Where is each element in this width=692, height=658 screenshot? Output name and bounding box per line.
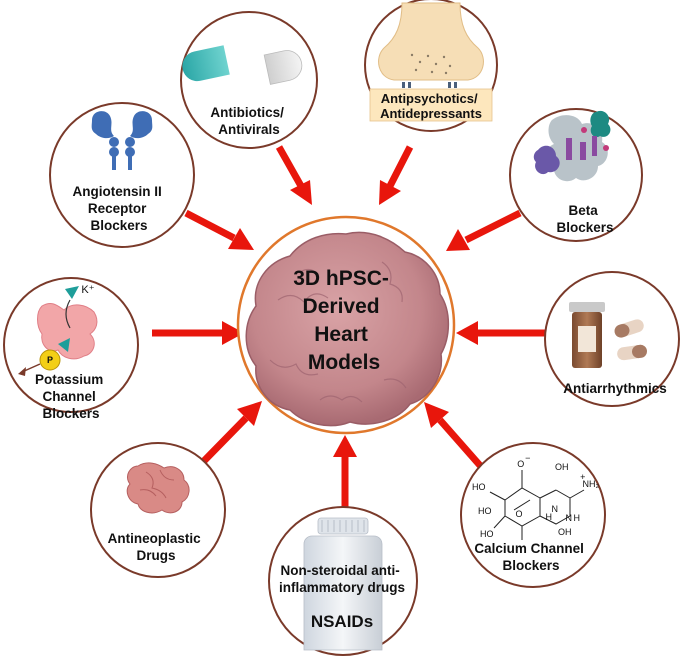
node-label-line: Antineoplastic <box>108 531 202 546</box>
node-label-line: Blockers <box>502 558 559 573</box>
node-label-line: Antiarrhythmics <box>563 381 667 396</box>
arrow-antineoplastic <box>197 401 262 468</box>
molecule-structure-icon <box>489 470 585 540</box>
node-label-line: Antivirals <box>218 122 280 137</box>
node-label: Antibiotics/ Antivirals <box>210 105 287 137</box>
atom-label: NH₂ <box>582 479 599 489</box>
phosphate-label: P <box>47 355 53 365</box>
node-label-line: Channel <box>42 389 95 404</box>
organoid-texture <box>269 261 407 403</box>
node-label-line: Antipsychotics/ <box>381 91 478 106</box>
medicine-bottle-icon <box>303 517 383 651</box>
ion-channel-icon <box>18 286 98 376</box>
atom-label: + <box>580 472 585 482</box>
capsule-icon <box>182 45 303 85</box>
node-label-line: Blockers <box>42 406 99 421</box>
atom-label: N <box>551 504 558 514</box>
protein-structure-icon <box>533 110 611 182</box>
atom-label: OH <box>555 462 569 472</box>
atom-label: HO <box>478 506 492 516</box>
node-label: Antineoplastic Drugs <box>108 531 205 563</box>
node-label-line: Beta <box>568 203 598 218</box>
node-calcium: O − OH HO HO OH N H N H NH₂ + HO O Calci… <box>460 442 606 588</box>
center-title-line: 3D hPSC- <box>293 267 389 290</box>
center-node: 3D hPSC- Derived Heart Models <box>236 215 456 435</box>
arrow-calcium <box>424 402 487 473</box>
arrow-beta <box>446 209 522 251</box>
atom-label: O <box>515 509 522 519</box>
arrow-potassium <box>152 321 244 345</box>
atom-label: HO <box>472 482 486 492</box>
tumor-icon <box>126 462 190 514</box>
atom-label: − <box>525 453 530 463</box>
node-label: Non-steroidal anti- inflammatory drugs <box>279 563 405 595</box>
atom-label: HO <box>480 529 494 539</box>
node-label-line: Drugs <box>136 548 175 563</box>
node-label: Calcium Channel Blockers <box>474 541 587 573</box>
node-angiotensin: Angiotensin II Receptor Blockers <box>49 102 195 248</box>
node-beta: Beta Blockers <box>509 108 643 242</box>
arrow-antiarrhythmics <box>456 321 546 345</box>
pill-bottle-icon <box>569 302 647 368</box>
center-title-line: Heart <box>314 323 368 346</box>
molecule-atom-labels: O − OH HO HO OH N H N H NH₂ + HO O <box>472 453 602 539</box>
node-label: Angiotensin II Receptor Blockers <box>72 184 165 233</box>
node-label: Antipsychotics/ Antidepressants <box>380 91 482 121</box>
node-label: Potassium Channel Blockers <box>35 372 107 421</box>
arrow-antipsychotics <box>379 145 414 205</box>
node-label-line: Blockers <box>556 220 613 235</box>
arrow-angiotensin <box>184 209 254 250</box>
atom-label: H <box>545 512 552 522</box>
heart-organoid-shape <box>245 231 450 427</box>
center-title: 3D hPSC- Derived Heart Models <box>293 267 395 374</box>
synapse-icon <box>369 2 493 122</box>
node-label: Antiarrhythmics <box>563 381 667 396</box>
node-label-line: Antidepressants <box>380 106 482 121</box>
center-title-line: Derived <box>303 295 380 318</box>
node-label-line: Angiotensin II <box>72 184 161 199</box>
node-antineoplastic: Antineoplastic Drugs <box>90 442 226 578</box>
node-label-line: Potassium <box>35 372 103 387</box>
node-label-line: Antibiotics/ <box>210 105 284 120</box>
arrow-nsaids <box>333 435 357 508</box>
center-title-line: Models <box>308 351 380 374</box>
arrow-antibiotics <box>275 145 312 205</box>
node-label-line: Calcium Channel <box>474 541 584 556</box>
node-label-line: Receptor <box>88 201 147 216</box>
node-label: Beta Blockers <box>556 203 613 235</box>
atom-label: OH <box>558 527 572 537</box>
arrows <box>152 145 546 508</box>
receptor-icon <box>91 111 153 170</box>
node-potassium: K⁺ P Potassium Channel Blockers <box>3 277 139 421</box>
atom-label: O <box>517 459 524 469</box>
nsaids-label: NSAIDs <box>311 612 373 631</box>
node-label-line: Blockers <box>90 218 147 233</box>
node-label-line: inflammatory drugs <box>279 580 405 595</box>
node-antibiotics: Antibiotics/ Antivirals <box>180 11 318 149</box>
node-label-line: Non-steroidal anti- <box>280 563 399 578</box>
node-antiarrhythmics: Antiarrhythmics <box>544 271 680 407</box>
node-nsaids: Non-steroidal anti- inflammatory drugs N… <box>268 506 418 656</box>
atom-label: N <box>565 513 572 523</box>
ion-label: K⁺ <box>81 284 94 296</box>
node-antipsychotics: Antipsychotics/ Antidepressants <box>364 0 498 132</box>
atom-label: H <box>573 513 580 523</box>
